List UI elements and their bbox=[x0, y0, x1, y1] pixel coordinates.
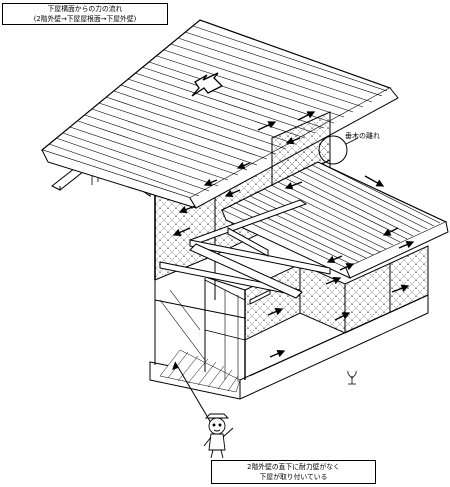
lower-roof bbox=[220, 161, 449, 279]
rafter-gap-highlight bbox=[318, 135, 359, 165]
force-arrow-icon bbox=[339, 263, 355, 271]
lower-right-wall bbox=[244, 245, 429, 380]
callout-line-1: 2階外壁の直下に耐力壁がなく bbox=[247, 463, 340, 471]
upper-right-wall bbox=[271, 111, 331, 189]
person-pointer-icon bbox=[203, 413, 234, 459]
floor-boards bbox=[159, 349, 241, 393]
force-arrow-icon bbox=[297, 111, 316, 121]
force-arrow-icon bbox=[236, 161, 251, 170]
force-arrow-icon bbox=[326, 255, 343, 264]
force-arrow-icon bbox=[325, 276, 342, 285]
force-arrow-icon bbox=[391, 284, 410, 293]
force-arrow-icon bbox=[284, 181, 303, 190]
force-arrow-icon bbox=[178, 205, 196, 214]
force-arrow-icon bbox=[224, 189, 241, 198]
title-line-2: (2階外壁→下屋屋根面→下屋外壁) bbox=[33, 14, 137, 23]
force-flow-arrows bbox=[172, 111, 415, 358]
force-arrow-icon bbox=[257, 121, 277, 131]
rafter-gap-label: 垂木の離れ bbox=[345, 132, 380, 140]
force-arrow-icon bbox=[269, 349, 286, 358]
roof-beams bbox=[159, 199, 331, 305]
force-arrow-icon bbox=[267, 307, 284, 316]
lower-open-frame bbox=[154, 255, 246, 382]
force-arrow-icon bbox=[334, 312, 351, 321]
force-arrow-icon bbox=[398, 240, 415, 249]
diagram-title: 下屋構面からの力の流れ (2階外壁→下屋屋根面→下屋外壁) bbox=[2, 3, 168, 25]
force-arrow-icon bbox=[285, 137, 301, 145]
force-arrow-icon bbox=[203, 178, 218, 187]
callout-line-2: 下屋が取り付いている bbox=[259, 473, 328, 481]
force-arrow-icon bbox=[364, 175, 385, 187]
title-line-1: 下屋構面からの力の流れ bbox=[47, 5, 123, 13]
sprout-symbol-icon bbox=[347, 370, 357, 385]
hollow-direction-arrow-icon bbox=[191, 72, 224, 97]
force-arrow-icon bbox=[172, 227, 191, 236]
callout-note: 2階外壁の直下に耐力壁がなく 下屋が取り付いている bbox=[211, 460, 376, 484]
force-arrow-icon bbox=[382, 227, 399, 236]
